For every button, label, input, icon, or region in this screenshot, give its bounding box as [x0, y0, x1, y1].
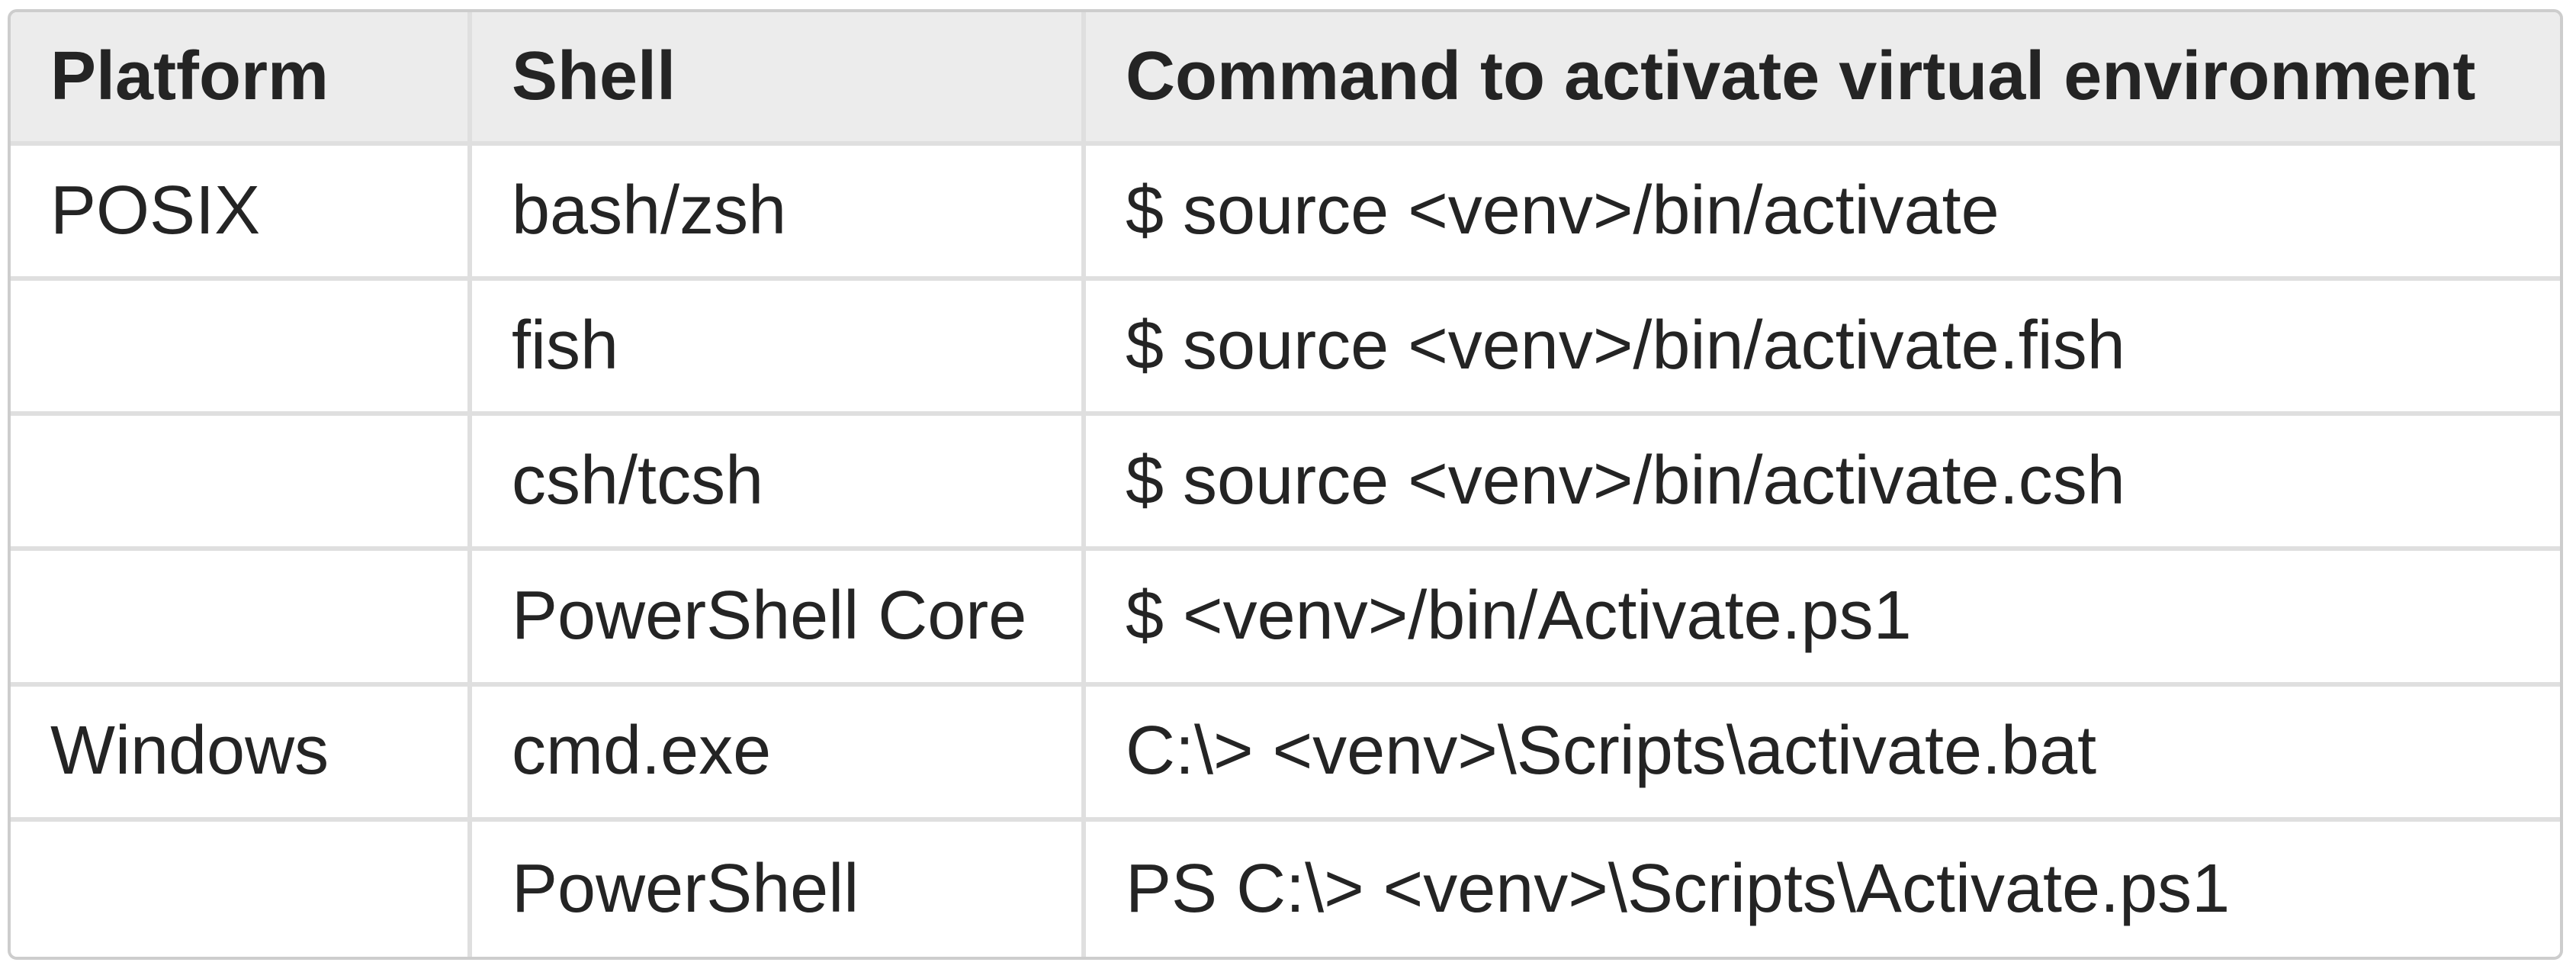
- column-header-platform: Platform: [11, 12, 472, 146]
- cell-shell: csh/tcsh: [472, 416, 1086, 552]
- table-header-row: Platform Shell Command to activate virtu…: [11, 12, 2560, 146]
- table-row: PowerShell PS C:\> <venv>\Scripts\Activa…: [11, 821, 2560, 957]
- column-header-shell: Shell: [472, 12, 1086, 146]
- cell-platform: [11, 416, 472, 552]
- cell-command: $ source <venv>/bin/activate: [1086, 146, 2560, 282]
- cell-command: $ source <venv>/bin/activate.fish: [1086, 281, 2560, 417]
- table-row: csh/tcsh $ source <venv>/bin/activate.cs…: [11, 416, 2560, 552]
- cell-shell: cmd.exe: [472, 686, 1086, 822]
- cell-command: C:\> <venv>\Scripts\activate.bat: [1086, 686, 2560, 822]
- cell-command: $ source <venv>/bin/activate.csh: [1086, 416, 2560, 552]
- cell-shell: PowerShell: [472, 821, 1086, 957]
- cell-platform: Windows: [11, 686, 472, 822]
- cell-command: $ <venv>/bin/Activate.ps1: [1086, 551, 2560, 687]
- cell-platform: POSIX: [11, 146, 472, 282]
- cell-platform: [11, 551, 472, 687]
- cell-command: PS C:\> <venv>\Scripts\Activate.ps1: [1086, 821, 2560, 957]
- table-row: Windows cmd.exe C:\> <venv>\Scripts\acti…: [11, 686, 2560, 822]
- cell-platform: [11, 821, 472, 957]
- cell-shell: PowerShell Core: [472, 551, 1086, 687]
- cell-shell: bash/zsh: [472, 146, 1086, 282]
- column-header-command: Command to activate virtual environment: [1086, 12, 2560, 146]
- table-row: PowerShell Core $ <venv>/bin/Activate.ps…: [11, 551, 2560, 687]
- table-row: fish $ source <venv>/bin/activate.fish: [11, 281, 2560, 417]
- venv-activation-table-container: Platform Shell Command to activate virtu…: [8, 9, 2563, 960]
- cell-platform: [11, 281, 472, 417]
- table-row: POSIX bash/zsh $ source <venv>/bin/activ…: [11, 146, 2560, 282]
- cell-shell: fish: [472, 281, 1086, 417]
- venv-activation-table: Platform Shell Command to activate virtu…: [11, 12, 2560, 957]
